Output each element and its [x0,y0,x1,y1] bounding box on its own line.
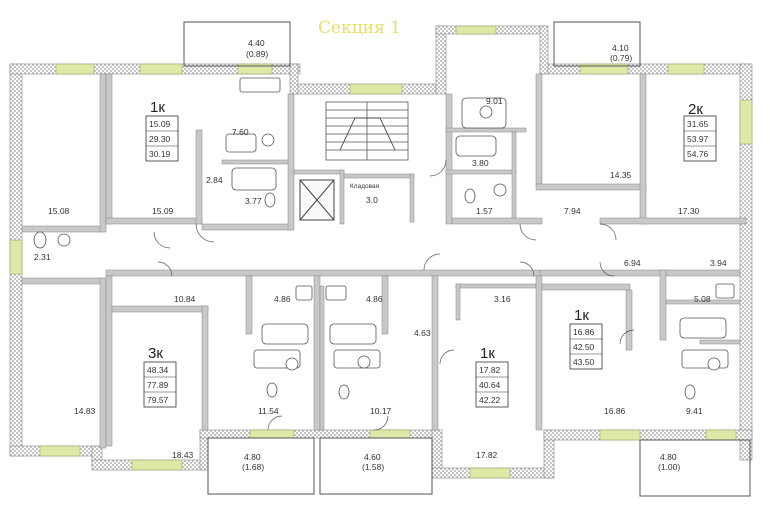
room-area-14-83: 14.83 [74,406,96,416]
room-area-7-60: 7.60 [232,127,249,137]
balcony-reduced-area: (0.79) [610,53,632,63]
room-area-6-94: 6.94 [624,258,641,268]
room-area-3-94: 3.94 [710,258,727,268]
room-area-17-82: 17.82 [476,450,498,460]
room-area-17-30: 17.30 [678,206,700,216]
balcony-reduced-area: (1.68) [242,462,264,472]
room-area-4-63: 4.63 [414,328,431,338]
balcony-top-right: 4.10 (0.79) [610,43,632,63]
room-labels: 15.08 2.31 14.83 15.09 7.60 2.84 3.77 Кл… [34,96,727,460]
balcony-labels: 4.40 (0.89) 4.10 (0.79) 4.80 (1.68) 4.60… [242,38,680,472]
room-area-9-01: 9.01 [486,96,503,106]
room-area-4-86-b: 4.86 [366,294,383,304]
apartment-3k: 3к 48.34 77.89 79.57 [143,345,177,408]
total-area-value: 77.89 [147,380,169,390]
area-with-balcony-value: 54.76 [687,149,709,159]
apartment-1k-right: 1к 16.86 42.50 43.50 [569,307,603,370]
area-with-balcony-value: 79.57 [147,395,169,405]
room-area-4-86-a: 4.86 [274,294,291,304]
balcony-area: 4.60 [364,452,381,462]
balcony-bottom-left: 4.80 (1.68) [242,452,264,472]
room-area-14-35: 14.35 [610,170,632,180]
apartment-type-label: 1к [480,345,495,362]
staircase [325,101,409,161]
balcony-area: 4.80 [244,452,261,462]
apartment-type-label: 3к [148,345,163,362]
balcony-reduced-area: (1.00) [658,462,680,472]
room-area-16-86: 16.86 [604,406,626,416]
room-area-15-08: 15.08 [48,206,70,216]
area-with-balcony-value: 30.19 [149,149,171,159]
room-area-3-16: 3.16 [494,294,511,304]
fixtures [33,77,735,400]
elevator [299,179,335,221]
balcony-area: 4.10 [612,43,629,53]
balcony-reduced-area: (1.58) [362,462,384,472]
room-area-1-57: 1.57 [476,206,493,216]
total-area-value: 40.64 [479,380,501,390]
apartment-type-label: 1к [150,99,165,116]
balcony-bottom-right: 4.80 (1.00) [658,452,680,472]
room-area-2-31: 2.31 [34,252,51,262]
living-area-value: 15.09 [149,119,171,129]
apartment-type-label: 1к [574,307,589,324]
room-area-3-77: 3.77 [245,196,262,206]
living-area-value: 48.34 [147,365,169,375]
room-area-7-94: 7.94 [564,206,581,216]
total-area-value: 53.97 [687,134,709,144]
room-area-10-17: 10.17 [370,406,392,416]
balcony-area: 4.80 [660,452,677,462]
apartment-type-label: 2к [688,101,703,118]
apartment-2k: 2к 31.65 53.97 54.76 [683,101,717,162]
area-with-balcony-value: 42.22 [479,395,501,405]
balcony-area: 4.40 [248,38,265,48]
living-area-value: 17.82 [479,365,501,375]
balcony-bottom-middle: 4.60 (1.58) [362,452,384,472]
room-area-18-43: 18.43 [172,450,194,460]
room-area-5-08: 5.08 [694,294,711,304]
balcony-top-left: 4.40 (0.89) [246,38,268,59]
room-area-2-84: 2.84 [206,175,223,185]
living-area-value: 16.86 [573,327,595,337]
total-area-value: 42.50 [573,342,595,352]
room-area-11-54: 11.54 [258,406,279,416]
total-area-value: 29.30 [149,134,171,144]
balcony-reduced-area: (0.89) [246,49,268,59]
room-area-storage: 3.0 [366,195,378,205]
windows [9,25,753,479]
room-area-10-84: 10.84 [174,294,196,304]
balconies-outline [183,21,751,497]
doors [153,159,635,431]
area-with-balcony-value: 43.50 [573,357,595,367]
room-area-9-41: 9.41 [686,406,703,416]
living-area-value: 31.65 [687,119,709,129]
room-area-3-80: 3.80 [472,158,489,168]
section-title: Секция 1 [318,18,401,38]
storage-label: Кладовая [350,183,380,190]
interior-walls [21,73,747,449]
apartment-1k-middle: 1к 17.82 40.64 42.22 [475,345,509,408]
room-area-15-09: 15.09 [152,206,174,216]
apartment-1k-top: 1к 15.09 29.30 30.19 [145,99,179,162]
